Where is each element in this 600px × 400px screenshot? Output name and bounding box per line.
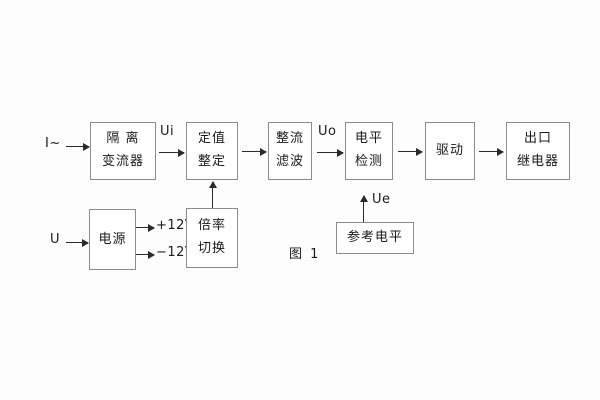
block-isolation-transformer[interactable]: 隔 离 变流器	[90, 122, 156, 180]
rail-label-negative: −12V	[156, 245, 195, 260]
signal-label-ui: Ui	[160, 124, 175, 139]
arrow-multiplier-to-setting	[208, 181, 217, 208]
block-line: 切换	[197, 241, 226, 256]
arrow-isolation-to-setting	[159, 148, 185, 157]
signal-label-uo: Uo	[318, 124, 337, 139]
figure-caption: 图 1	[289, 247, 321, 262]
block-line: 定值	[197, 131, 226, 147]
block-line: 电源	[98, 231, 127, 247]
block-line: 滤波	[275, 154, 304, 169]
arrow-voltage-to-power	[66, 238, 89, 247]
arrow-rail-negative	[136, 250, 155, 259]
block-output-relay[interactable]: 出口 继电器	[506, 122, 570, 180]
arrow-current-to-isolation	[66, 142, 90, 151]
arrow-reference-to-level	[359, 195, 368, 222]
block-line: 驱动	[435, 143, 464, 159]
block-line: 整定	[197, 154, 226, 169]
arrow-drive-to-output-relay	[479, 147, 504, 156]
block-rectify-filter[interactable]: 整流 滤波	[268, 122, 312, 180]
arrow-setting-to-rectify	[242, 147, 267, 156]
input-label-current: I~	[45, 136, 61, 151]
block-power-supply[interactable]: 电源	[89, 209, 136, 270]
input-label-voltage: U	[50, 232, 61, 247]
block-reference-level[interactable]: 参考电平	[336, 222, 414, 254]
arrow-rectify-to-level	[317, 148, 344, 157]
block-setting-value[interactable]: 定值 整定	[186, 122, 238, 180]
block-line: 参考电平	[346, 230, 403, 246]
block-line: 隔 离	[106, 131, 140, 147]
block-drive[interactable]: 驱动	[425, 122, 475, 180]
block-line: 电平	[354, 131, 383, 147]
block-line: 出口	[523, 131, 552, 147]
rail-label-positive: +12V	[156, 218, 195, 233]
block-line: 继电器	[516, 154, 559, 169]
block-line: 变流器	[101, 154, 144, 169]
signal-label-ue: Ue	[372, 192, 391, 207]
arrow-level-to-drive	[398, 147, 423, 156]
block-multiplier-switch[interactable]: 倍率 切换	[186, 208, 238, 268]
block-line: 检测	[354, 154, 383, 169]
arrow-rail-positive	[136, 223, 155, 232]
block-line: 整流	[275, 131, 304, 147]
block-level-detection[interactable]: 电平 检测	[345, 122, 393, 180]
block-line: 倍率	[197, 218, 226, 234]
